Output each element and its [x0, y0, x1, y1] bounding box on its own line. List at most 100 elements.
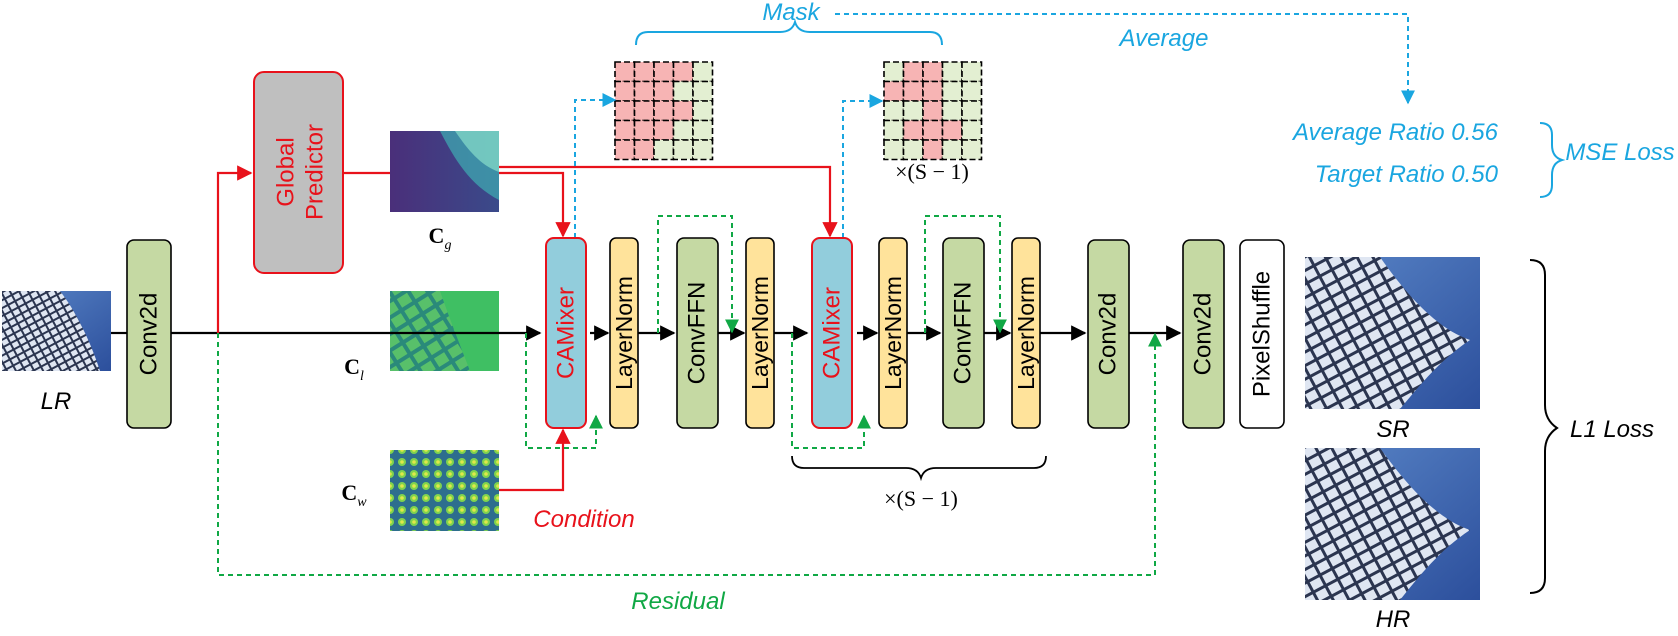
global-predictor-label-1: Global [273, 137, 300, 206]
global-predictor-label-2: Predictor [302, 124, 329, 220]
camixer-label-1: CAMixer [553, 287, 580, 379]
mask-cell [614, 61, 636, 83]
mask-cell [672, 100, 694, 122]
convffn-label-2: ConvFFN [950, 282, 977, 385]
layernorm-block-3: LayerNorm [878, 237, 908, 429]
mask-cell [672, 61, 694, 83]
cw-label: Cw [341, 480, 367, 510]
mask-grid-1 [614, 61, 714, 161]
layernorm-label-1: LayerNorm [611, 276, 637, 390]
camixer-block-1: CAMixer [545, 237, 587, 429]
conv2d-label-1: Conv2d [136, 293, 163, 376]
sr-label: SR [1376, 416, 1409, 443]
mask-cell [883, 61, 905, 83]
mask-cell [614, 80, 636, 102]
mask-cell [633, 80, 655, 102]
mask-cell [941, 119, 963, 141]
mask-cell [653, 119, 675, 141]
layernorm-block-4: LayerNorm [1011, 237, 1041, 429]
cg-symbol: C [429, 223, 445, 248]
pixelshuffle-block: PixelShuffle [1239, 239, 1285, 429]
conv2d-label-3: Conv2d [1190, 293, 1217, 376]
mask-cell [922, 100, 944, 122]
mask-cell [883, 139, 905, 161]
mask-cell [922, 119, 944, 141]
mask-cell [633, 139, 655, 161]
mask-cell [614, 139, 636, 161]
mask-cell [633, 100, 655, 122]
condition-label: Condition [533, 506, 634, 533]
cl-subscript: l [360, 369, 364, 384]
mask-cell [883, 80, 905, 102]
mask-grid-2 [883, 61, 983, 161]
cw-symbol: C [341, 480, 357, 505]
convffn-block-1: ConvFFN [676, 237, 719, 429]
cw-subscript: w [357, 495, 367, 510]
mask-cell [902, 80, 924, 102]
mask-cell [672, 139, 694, 161]
mask-cell [922, 80, 944, 102]
mask-cell [961, 61, 983, 83]
mask-cell [902, 139, 924, 161]
mask-cell [672, 119, 694, 141]
target-ratio-label: Target Ratio 0.50 [1315, 161, 1499, 188]
conv2d-block-2: Conv2d [1087, 239, 1130, 429]
mask-cell [961, 139, 983, 161]
mask-cell [614, 100, 636, 122]
cg-subscript: g [444, 238, 451, 253]
sr-image [1305, 257, 1480, 409]
pixelshuffle-label: PixelShuffle [1249, 271, 1276, 397]
cl-label: Cl [344, 354, 364, 384]
mask-cell [672, 80, 694, 102]
repeat-top-label: ×(S − 1) [895, 159, 969, 184]
mask-cell [961, 100, 983, 122]
mask-cell [922, 139, 944, 161]
layernorm-label-4: LayerNorm [1013, 276, 1039, 390]
mask-cell [961, 80, 983, 102]
mask-cell [653, 80, 675, 102]
cl-symbol: C [344, 354, 360, 379]
camixer-label-2: CAMixer [819, 287, 846, 379]
l1-brace [1529, 259, 1559, 594]
cl-image [390, 291, 499, 371]
camixer-block-2: CAMixer [811, 237, 853, 429]
mask-flow-lines [574, 13, 1415, 238]
hr-label: HR [1376, 606, 1411, 631]
mask-cell [941, 80, 963, 102]
mask-cell [941, 100, 963, 122]
average-ratio-label: Average Ratio 0.56 [1291, 119, 1499, 146]
conv2d-block-1: Conv2d [126, 239, 172, 429]
mask-cell [941, 61, 963, 83]
convffn-block-2: ConvFFN [942, 237, 985, 429]
condition-flow-lines [216, 165, 838, 492]
mask-cell [883, 119, 905, 141]
mask-cell [614, 119, 636, 141]
global-predictor-block: Global Predictor [253, 71, 344, 274]
mse-loss-label: MSE Loss [1565, 139, 1674, 166]
repeat-brace [791, 455, 1047, 482]
lr-label: LR [41, 388, 72, 415]
residual-flow-lines [217, 215, 1162, 576]
mask-cell [653, 61, 675, 83]
cw-image [390, 450, 499, 531]
layernorm-block-1: LayerNorm [609, 237, 639, 429]
mask-cell [902, 119, 924, 141]
mask-cell [692, 119, 714, 141]
mask-cell [653, 100, 675, 122]
mse-brace [1539, 122, 1566, 198]
l1-loss-label: L1 Loss [1570, 416, 1654, 443]
mask-cell [902, 100, 924, 122]
conv2d-label-2: Conv2d [1095, 293, 1122, 376]
cg-image [390, 131, 499, 212]
mask-cell [633, 119, 655, 141]
convffn-label-1: ConvFFN [684, 282, 711, 385]
mask-cell [633, 61, 655, 83]
mask-brace [635, 18, 943, 46]
mask-cell [941, 139, 963, 161]
mask-cell [883, 100, 905, 122]
mask-cell [692, 139, 714, 161]
repeat-bottom-label: ×(S − 1) [884, 486, 958, 511]
residual-label: Residual [631, 588, 725, 615]
